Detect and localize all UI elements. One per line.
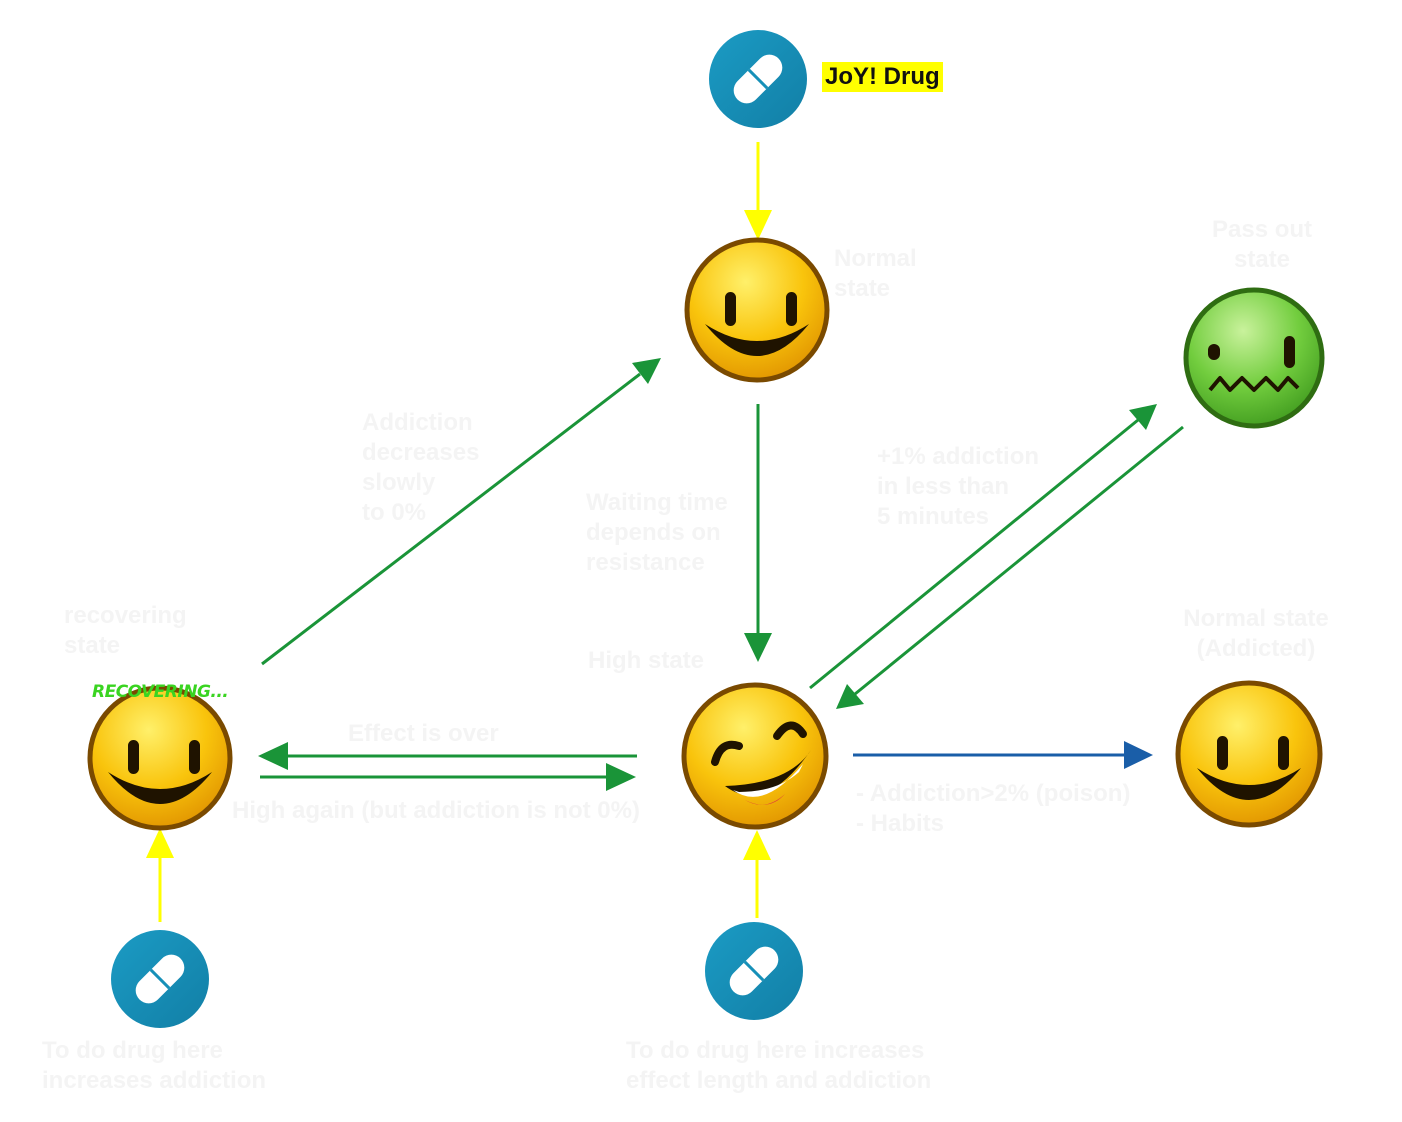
high-to-recovering-label: Effect is over <box>348 720 499 747</box>
high-to-pass-out-label: +1% addiction in less than 5 minutes <box>877 443 1040 530</box>
pill-icon <box>705 922 803 1020</box>
arrow-drug-to-normal <box>744 142 772 240</box>
normal-state-label: Normal state <box>834 245 917 302</box>
arrow-recovering-to-high <box>260 763 636 791</box>
recovering-to-high-label: High again (but addiction is not 0%) <box>232 797 640 824</box>
pill-icon <box>709 30 807 128</box>
sick-face-icon <box>1183 287 1325 429</box>
arrow-high-to-recovering <box>258 742 637 770</box>
smiley-face-icon <box>684 237 830 383</box>
arrow-recovering-to-normal <box>261 358 661 666</box>
recovering-overlay-text: RECOVERING... <box>92 682 229 702</box>
high-to-addicted-label: - Addiction>2% (poison) - Habits <box>856 780 1131 837</box>
recovering-to-normal-label: Addiction decreases slowly to 0% <box>362 409 480 526</box>
arrow-normal-to-high <box>744 404 772 662</box>
arrow-drug-to-high <box>743 830 771 918</box>
arrow-high-to-addicted <box>853 741 1153 769</box>
laughing-face-icon <box>681 682 829 830</box>
drug-name-tag: JoY! Drug <box>822 62 943 92</box>
smiley-face-icon <box>1175 680 1323 828</box>
recovering-state-label: recovering state <box>64 602 187 659</box>
high-state-label: High state <box>588 647 705 674</box>
smiley-face-icon <box>87 685 233 831</box>
arrow-drug-to-recovering <box>146 828 174 922</box>
drug-recovering-label: To do drug here increases addiction <box>42 1037 267 1094</box>
arrow-pass-out-to-high <box>836 425 1184 709</box>
arrow-high-to-pass-out <box>809 404 1157 690</box>
normal-to-high-label: Waiting time depends on resistance <box>586 489 728 576</box>
drug-high-label: To do drug here increases effect length … <box>626 1037 932 1094</box>
pill-icon <box>111 930 209 1028</box>
addicted-state-label: Normal state (Addicted) <box>1183 605 1329 662</box>
pass-out-state-label: Pass out state <box>1211 216 1313 273</box>
